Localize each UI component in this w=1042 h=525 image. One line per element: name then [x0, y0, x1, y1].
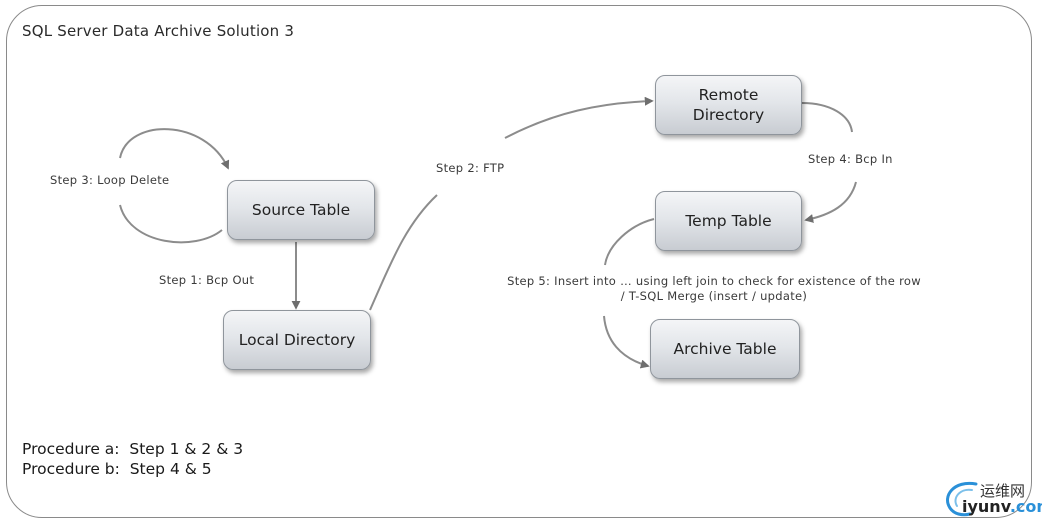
archive-table-node: Archive Table: [650, 319, 800, 379]
watermark-site-prefix: iyunv: [962, 497, 1010, 516]
step2-arrow-upper: [504, 96, 654, 139]
step2-label: Step 2: FTP: [436, 161, 505, 175]
procedure-a: Procedure a: Step 1 & 2 & 3: [22, 440, 244, 458]
step5-connector-upper: [604, 218, 655, 266]
step5-label-line1: Step 5: Insert into … using left join to…: [507, 274, 921, 288]
step5-label: Step 5: Insert into … using left join to…: [484, 274, 944, 303]
step5-arrow-lower: [603, 315, 650, 369]
step4-connector-upper: [801, 102, 853, 133]
diagram-frame: [6, 5, 1032, 518]
source-table-node: Source Table: [227, 180, 375, 240]
step4-arrow-lower: [804, 181, 857, 223]
watermark-site-text: iyunv.com: [962, 497, 1042, 516]
watermark-chinese-text: 运维网: [980, 482, 1026, 500]
local-directory-node: Local Directory: [223, 310, 371, 370]
step2-connector-lower: [369, 194, 438, 311]
loop-arrow-lower: [119, 204, 223, 244]
temp-table-label: Temp Table: [685, 212, 772, 230]
step5-label-line2: / T-SQL Merge (insert / update): [620, 289, 808, 303]
remote-directory-label-line1: Remote: [698, 86, 759, 104]
remote-directory-label-line2: Directory: [692, 106, 765, 124]
step3-label: Step 3: Loop Delete: [50, 173, 170, 187]
source-table-label: Source Table: [251, 201, 351, 219]
loop-arrow-upper: [119, 128, 230, 170]
step1-label: Step 1: Bcp Out: [159, 273, 255, 287]
diagram-title: SQL Server Data Archive Solution 3: [22, 22, 295, 40]
procedure-b: Procedure b: Step 4 & 5: [22, 460, 212, 478]
step4-label: Step 4: Bcp In: [808, 152, 893, 166]
archive-table-label: Archive Table: [673, 340, 777, 358]
watermark-logo-icon: [946, 481, 978, 517]
local-directory-label: Local Directory: [238, 331, 356, 349]
temp-table-node: Temp Table: [655, 191, 802, 251]
remote-directory-node: Remote Directory: [655, 75, 802, 135]
watermark-site-suffix: .com: [1009, 497, 1042, 516]
